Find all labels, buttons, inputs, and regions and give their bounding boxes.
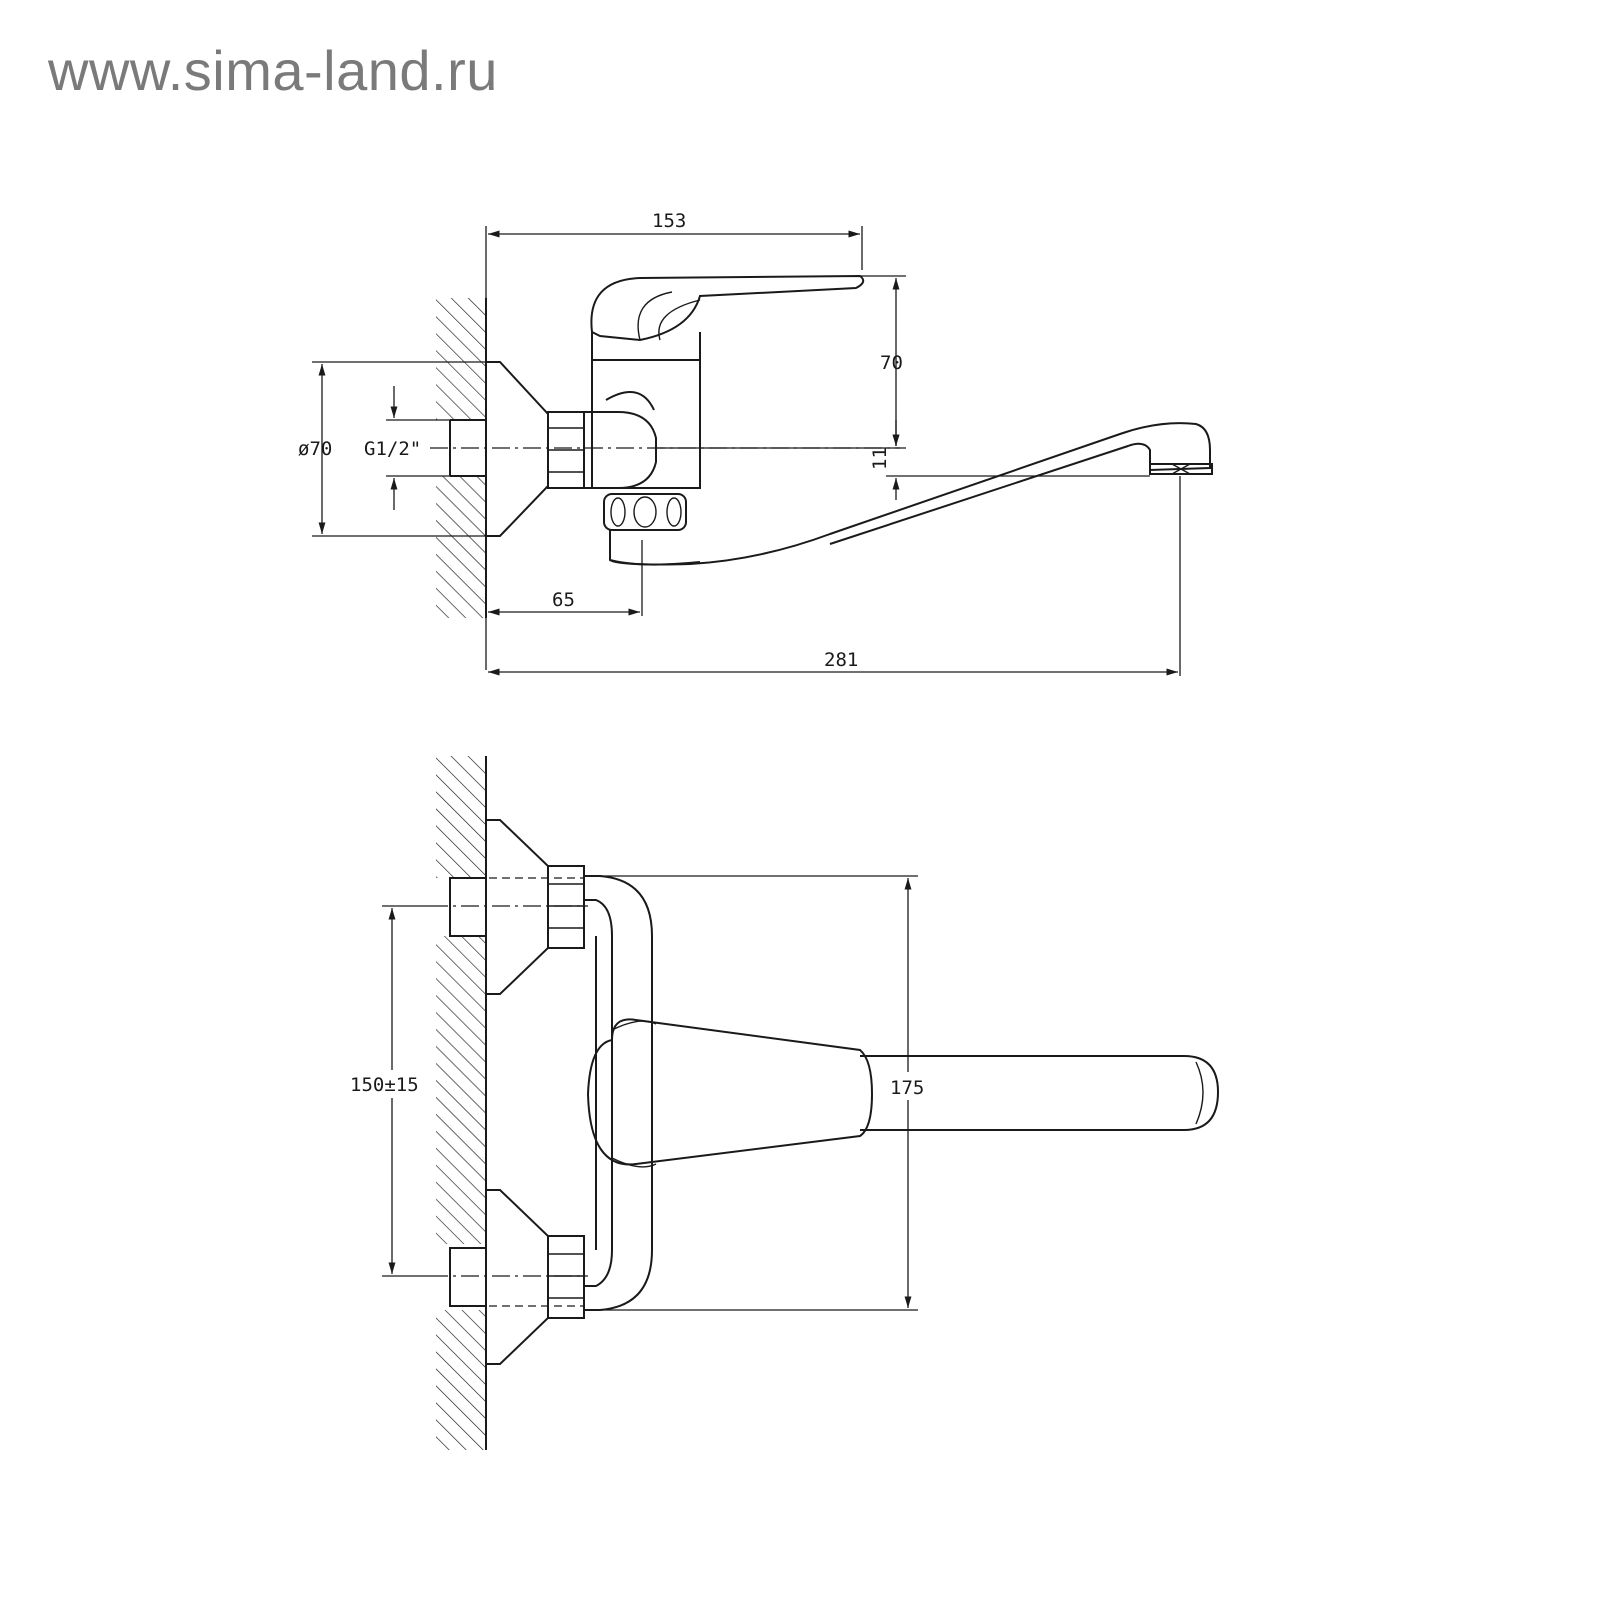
side-view: 153 70 11 ø70 G1/2" 65 281 bbox=[298, 210, 1213, 676]
side-hex-nut bbox=[547, 411, 585, 489]
dim-text-153: 153 bbox=[652, 210, 686, 232]
top-spout bbox=[860, 1055, 1220, 1131]
watermark-url: www.sima-land.ru bbox=[48, 39, 498, 102]
dim-text-70: 70 bbox=[880, 352, 903, 374]
dim-text-11: 11 bbox=[869, 447, 891, 470]
dim-text-flange-diameter: ø70 bbox=[298, 438, 332, 460]
dim-text-175: 175 bbox=[890, 1077, 924, 1099]
top-extension-lines bbox=[382, 875, 918, 1311]
side-flange bbox=[486, 361, 549, 537]
side-elbow bbox=[584, 411, 657, 489]
dim-text-65: 65 bbox=[552, 589, 575, 611]
side-spout bbox=[609, 422, 1213, 566]
side-valve-body bbox=[591, 332, 701, 489]
side-extension-lines bbox=[312, 226, 1181, 676]
dim-text-thread: G1/2" bbox=[364, 438, 421, 460]
top-lower-inlet bbox=[449, 1189, 585, 1365]
top-wall bbox=[436, 756, 487, 1450]
side-lever-handle bbox=[590, 274, 865, 342]
dim-text-281: 281 bbox=[824, 649, 858, 671]
side-wall bbox=[436, 298, 487, 618]
top-view: 150±15 175 bbox=[346, 756, 1220, 1450]
dim-text-150: 150±15 bbox=[350, 1074, 419, 1096]
side-aerator-ring bbox=[603, 493, 687, 531]
side-inlet-pipe bbox=[449, 419, 486, 477]
top-supply-pipe bbox=[584, 875, 653, 1311]
top-valve-lever bbox=[586, 1018, 874, 1168]
